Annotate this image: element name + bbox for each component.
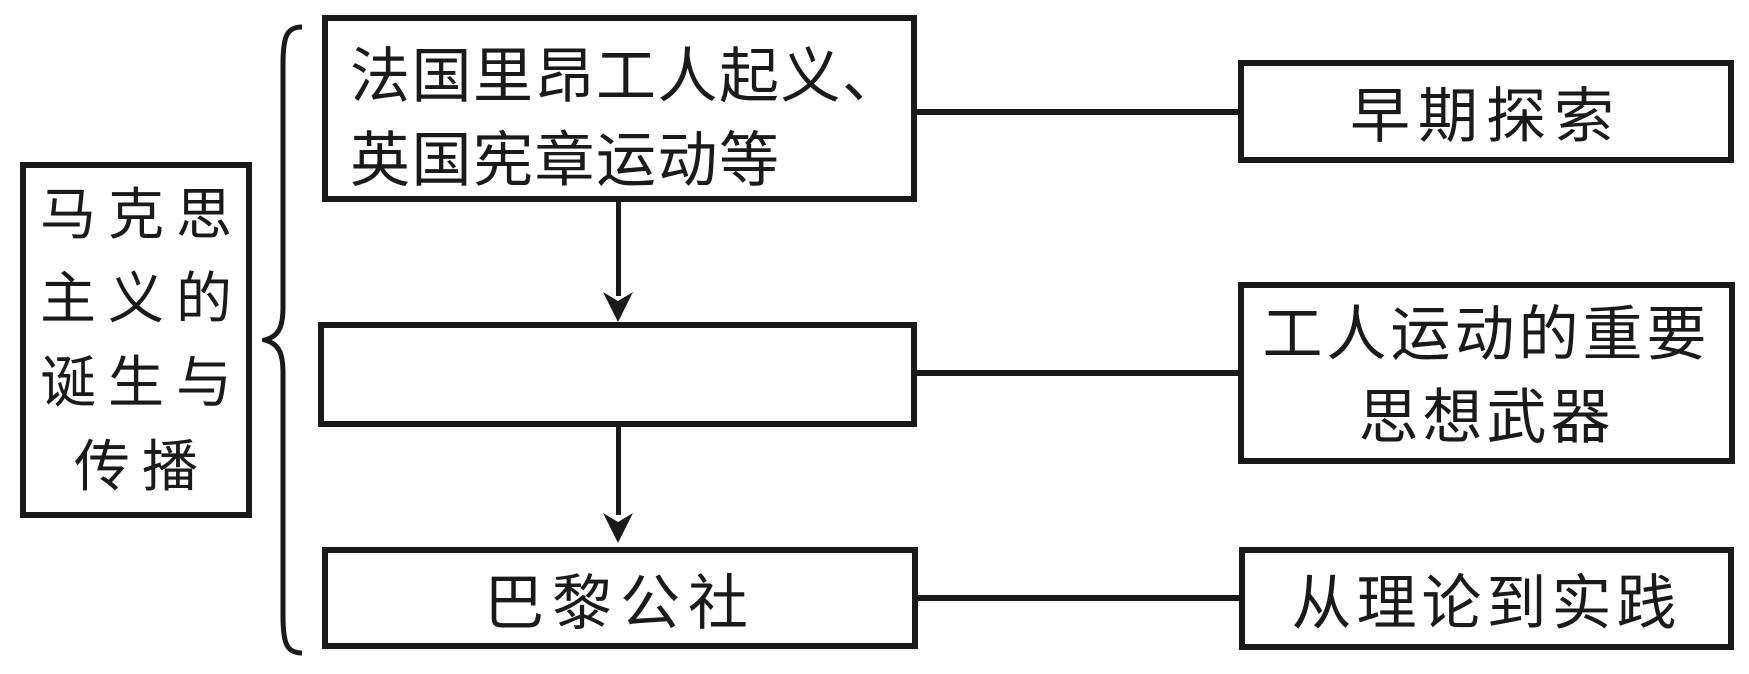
arrow-down-icon xyxy=(602,292,634,322)
box-blank-fill-in xyxy=(318,322,917,427)
theory-to-practice-label: 从理论到实践 xyxy=(1291,569,1682,639)
arrow-line xyxy=(616,427,621,515)
box-early-exploration: 早期探索 xyxy=(1238,60,1734,163)
title-box-marxism-birth-spread: 马克思 主义的 诞生与 传播 xyxy=(20,162,252,518)
title-line: 主义的 xyxy=(40,267,244,332)
curly-brace-icon xyxy=(255,24,304,656)
weapon-line: 工人运动的重要 xyxy=(1262,300,1711,370)
connector-line xyxy=(917,109,1238,115)
box-ideological-weapon: 工人运动的重要 思想武器 xyxy=(1238,282,1735,464)
box-theory-to-practice: 从理论到实践 xyxy=(1239,547,1734,650)
weapon-line: 思想武器 xyxy=(1358,383,1615,453)
early-exploration-label: 早期探索 xyxy=(1350,82,1622,152)
arrow-line xyxy=(616,202,621,296)
paris-commune-label: 巴黎公社 xyxy=(484,568,756,639)
arrow-down-icon xyxy=(602,513,634,543)
box-workers-uprisings: 法国里昂工人起义、 英国宪章运动等 xyxy=(322,15,917,202)
title-line: 传播 xyxy=(74,435,210,500)
events-line: 法国里昂工人起义、 xyxy=(350,42,904,112)
box-paris-commune: 巴黎公社 xyxy=(322,547,918,649)
events-line: 英国宪章运动等 xyxy=(350,126,781,196)
connector-line xyxy=(917,370,1238,376)
connector-line xyxy=(918,595,1239,601)
title-line: 诞生与 xyxy=(40,351,244,416)
title-line: 马克思 xyxy=(40,183,244,248)
